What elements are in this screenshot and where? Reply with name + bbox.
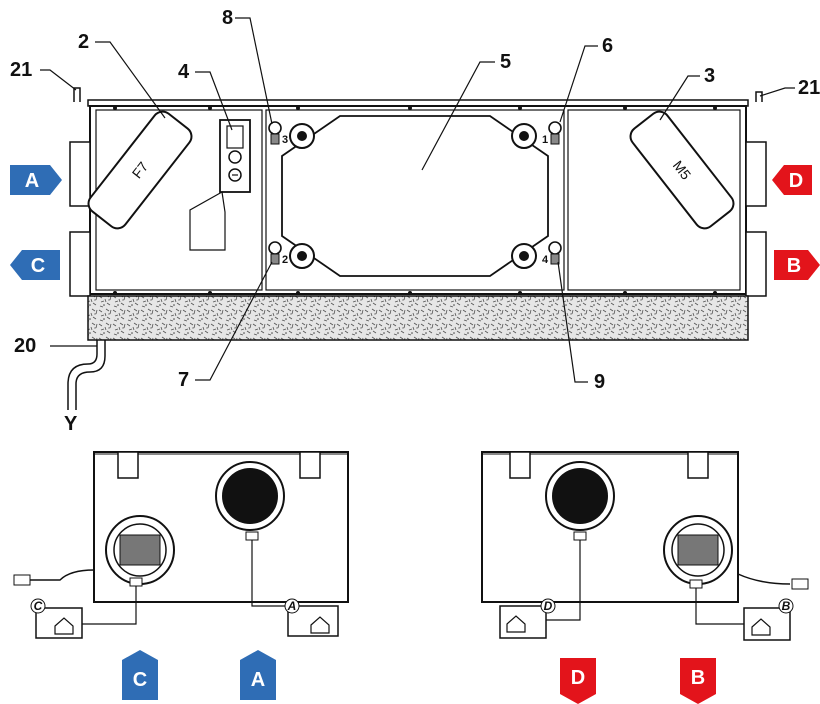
filter-m5: M5 [629,110,735,230]
control-panel [189,119,251,251]
callout-leaders [40,17,795,383]
airflow-tag-d-bottom: D [560,658,596,704]
center-compartment [265,109,565,291]
condensate-drain [75,340,106,410]
airflow-tag-c-bottom: C [122,650,158,700]
end-view-right: D B [481,451,809,641]
tag-a-bottom-label: A [251,669,265,691]
callout-3: 3 [704,65,715,87]
end-view-left: C A [13,451,349,639]
port-1-label: 1 [542,134,548,146]
heat-exchanger [281,115,549,277]
port-4-label: 4 [542,254,549,266]
callout-5: 5 [500,51,511,73]
tag-c-label: C [31,255,45,277]
house-mark-d: D [544,599,553,613]
callout-y: Y [64,413,78,435]
tag-a-label: A [25,170,39,192]
sensor-port-2: 2 [268,241,288,266]
duct-stub-c [69,231,91,297]
fan-top-left [289,123,315,149]
airflow-tag-c-main: C [10,250,60,280]
filter-f7: F7 [87,110,193,230]
fan-top-right [511,123,537,149]
tag-d-label: D [789,170,803,192]
right-compartment [567,109,741,291]
screws [113,106,717,295]
tag-b-bottom-label: B [691,667,705,689]
duct-stub-d [745,141,767,207]
callout-21-left: 21 [10,59,32,81]
callout-21-right: 21 [798,77,820,99]
callout-7: 7 [178,369,189,391]
main-unit: F7 M5 [67,87,767,410]
insulation-base [87,295,749,341]
tag-b-label: B [787,255,801,277]
callout-9: 9 [594,371,605,393]
bracket-left [73,87,81,102]
fan-bottom-right [511,243,537,269]
house-mark-c: C [34,599,43,613]
sensor-port-1: 1 [542,121,562,146]
airflow-tag-b-bottom: B [680,658,716,704]
fan-bottom-left [289,243,315,269]
callout-8: 8 [222,7,233,29]
sensor-port-3: 3 [268,121,288,146]
house-mark-b: B [782,599,791,613]
bracket-right [755,91,763,102]
house-mark-a: A [287,599,297,613]
tag-d-bottom-label: D [571,667,585,689]
callout-4: 4 [178,61,190,83]
sensor-port-4: 4 [542,241,562,266]
callout-20: 20 [14,335,36,357]
airflow-tag-a-bottom: A [240,650,276,700]
callout-6: 6 [602,35,613,57]
duct-stub-a [69,141,91,207]
airflow-tag-a-main: A [10,165,62,195]
callout-2: 2 [78,31,89,53]
port-2-label: 2 [282,254,288,266]
tag-c-bottom-label: C [133,669,147,691]
airflow-tag-d-main: D [772,165,812,195]
port-3-label: 3 [282,134,288,146]
duct-stub-b [745,231,767,297]
airflow-tag-b-main: B [774,250,820,280]
